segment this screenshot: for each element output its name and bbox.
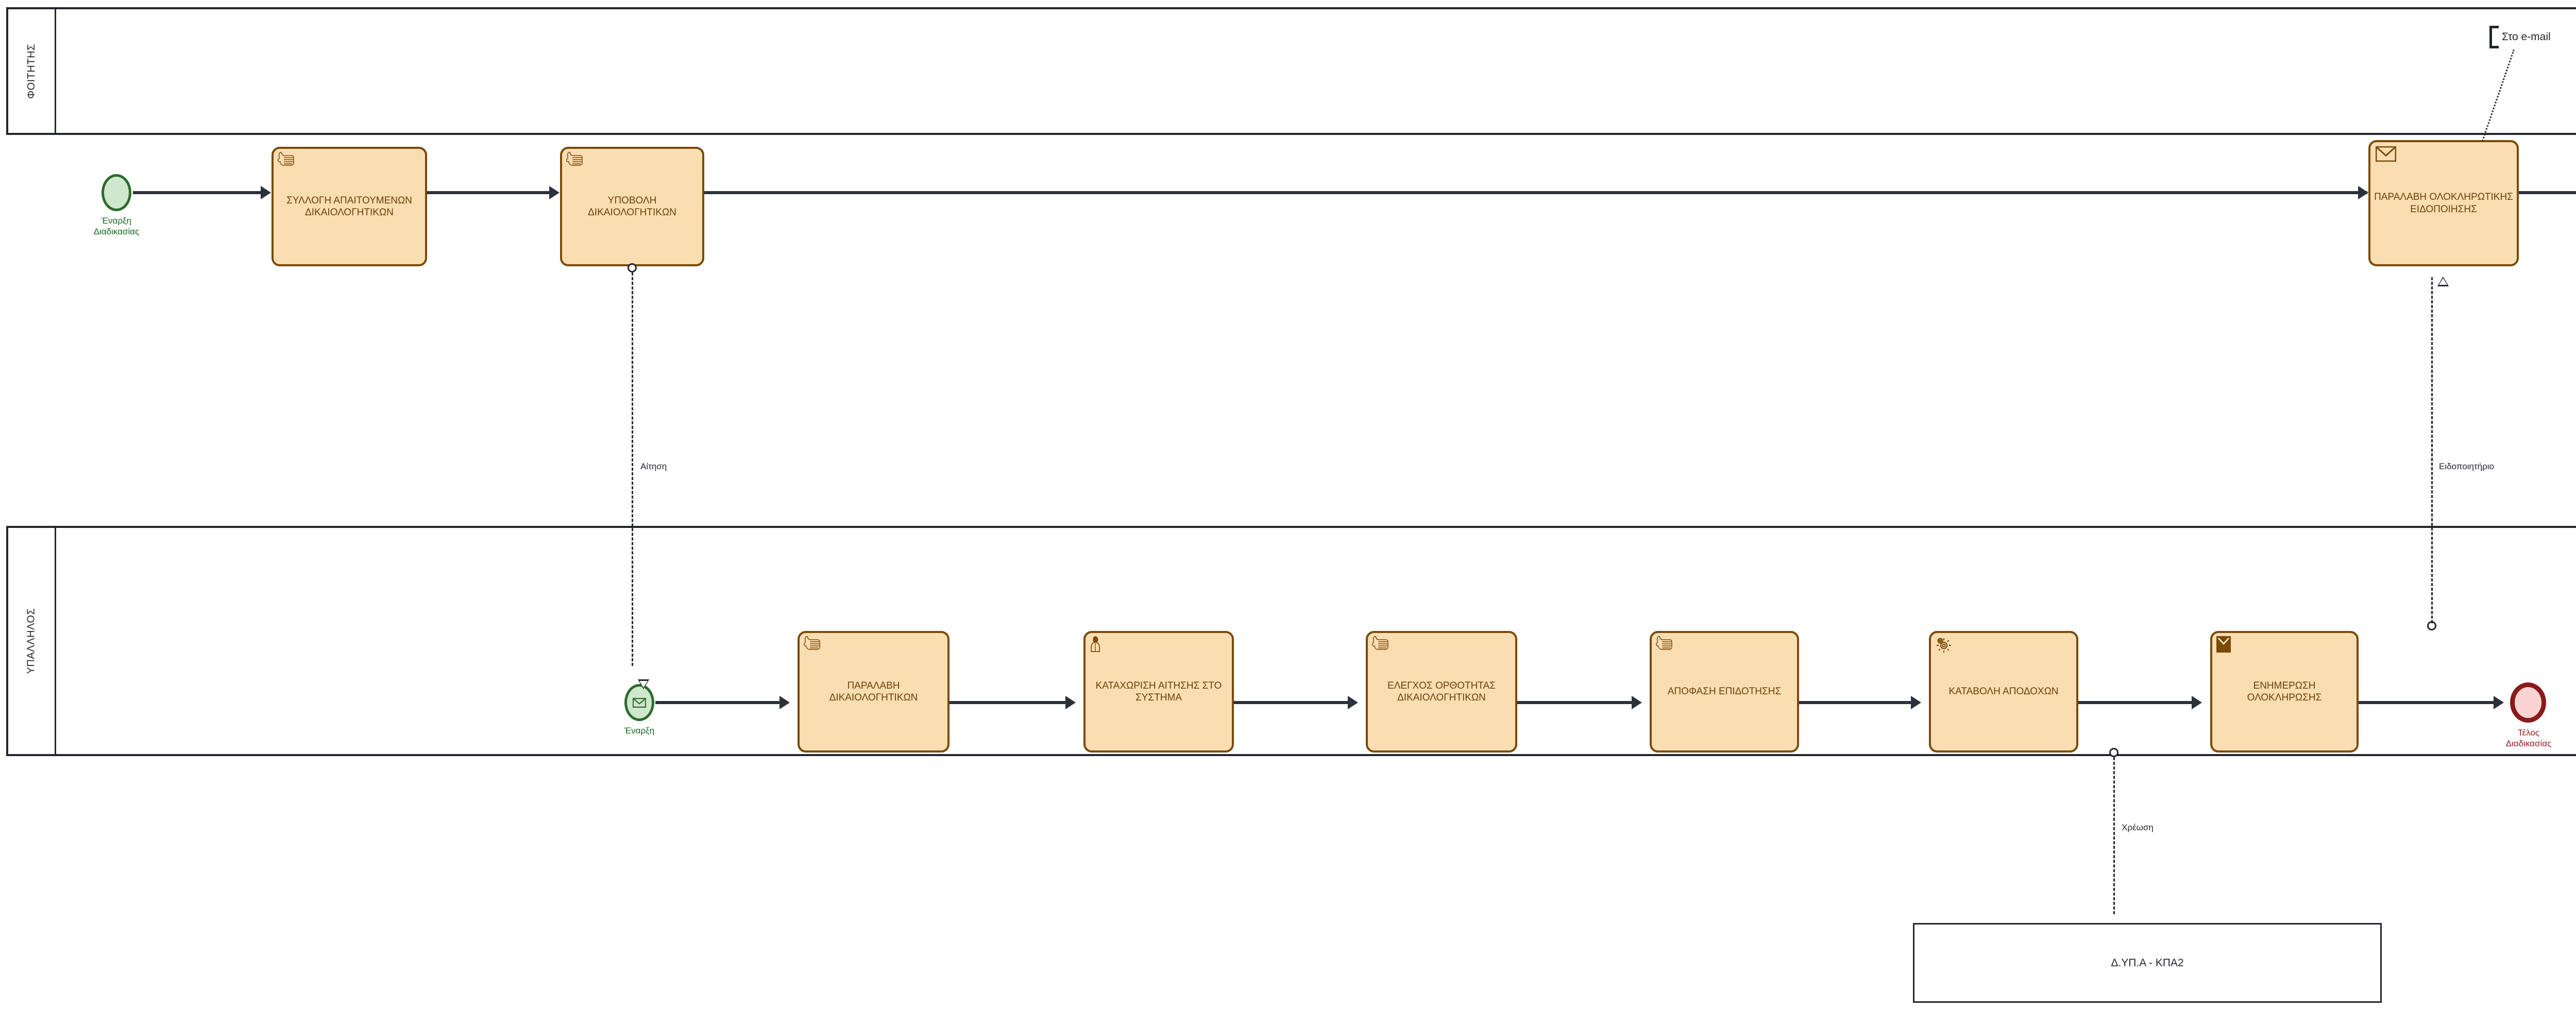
task-label: ΕΛΕΓΧΟΣ ΟΡΘΟΤΗΤΑΣ ΔΙΚΑΙΟΛΟΓΗΤΙΚΩΝ	[1387, 680, 1496, 703]
sequence-flow	[655, 701, 787, 704]
sequence-flow	[2359, 701, 2500, 704]
task-label: ΑΠΟΦΑΣΗ ΕΠΙΔΟΤΗΣΗΣ	[1667, 686, 1782, 697]
sequence-flow	[2519, 191, 2576, 194]
message-start-event-employee[interactable]	[624, 684, 654, 721]
manual-task-hand-icon	[1655, 636, 1673, 652]
message-flow-label-aitisi: Αίτηση	[640, 461, 667, 471]
manual-task-hand-icon	[803, 636, 821, 652]
annotation-bracket	[2489, 26, 2499, 48]
task-paralavi-dikaiologitikon[interactable]: ΠΑΡΑΛΑΒΗ ΔΙΚΑΙΟΛΟΓΗΤΙΚΩΝ	[798, 631, 950, 753]
sequence-flow	[2078, 701, 2199, 704]
task-elegchos-orthotitas[interactable]: ΕΛΕΓΧΟΣ ΟΡΘΟΤΗΤΑΣ ΔΙΚΑΙΟΛΟΓΗΤΙΚΩΝ	[1366, 631, 1517, 753]
sequence-flow	[133, 191, 269, 194]
lane-student[interactable]: ΦΟΙΤΗΤΗΣ	[6, 7, 2576, 135]
sequence-flow-arrow	[1065, 696, 1076, 709]
message-flow-arrow-aitisi	[638, 679, 649, 689]
end-event-employee-label: Τέλος Διαδικασίας	[2505, 728, 2552, 749]
end-event-employee[interactable]	[2510, 682, 2546, 723]
lane-student-header: ΦΟΙΤΗΤΗΣ	[8, 9, 56, 133]
sequence-flow-arrow	[2358, 186, 2368, 199]
sequence-flow	[1799, 701, 1919, 704]
sequence-flow-arrow	[261, 186, 271, 199]
lane-employee-header: ΥΠΑΛΛΗΛΟΣ	[8, 528, 56, 754]
sequence-flow-arrow	[1632, 696, 1642, 709]
text-annotation-email: Στο e-mail	[2489, 26, 2576, 48]
user-task-person-icon	[1089, 636, 1107, 652]
manual-task-hand-icon	[277, 151, 295, 168]
message-start-event-employee-label: Έναρξη	[624, 726, 655, 736]
start-event-student-label: Έναρξη Διαδικασίας	[93, 216, 140, 237]
sequence-flow-arrow	[1911, 696, 1921, 709]
sequence-flow-arrow	[2494, 696, 2504, 709]
manual-task-hand-icon	[566, 151, 583, 168]
service-task-gear-icon	[1935, 636, 1952, 653]
task-label: ΠΑΡΑΛΑΒΗ ΔΙΚΑΙΟΛΟΓΗΤΙΚΩΝ	[829, 680, 918, 703]
task-ypovoli-dikaiologitikon[interactable]: ΥΠΟΒΟΛΗ ΔΙΚΑΙΟΛΟΓΗΤΙΚΩΝ	[560, 147, 704, 266]
task-kataxorisi-aitisis[interactable]: ΚΑΤΑΧΩΡΙΣΗ ΑΙΤΗΣΗΣ ΣΤΟ ΣΥΣΤΗΜΑ	[1083, 631, 1234, 753]
lane-student-label: ΦΟΙΤΗΤΗΣ	[25, 43, 37, 99]
task-label: ΕΝΗΜΕΡΩΣΗ ΟΛΟΚΛΗΡΩΣΗΣ	[2247, 680, 2322, 703]
sequence-flow-arrow	[549, 186, 560, 199]
start-event-student[interactable]	[101, 174, 131, 211]
message-flow-eidopoiitirio	[2431, 277, 2433, 623]
message-envelope-icon	[633, 697, 646, 708]
send-message-envelope-icon	[2216, 636, 2233, 654]
lane-employee-label: ΥΠΑΛΛΗΛΟΣ	[25, 608, 37, 674]
receive-message-envelope-icon	[2375, 146, 2397, 162]
annotation-label: Στο e-mail	[2502, 31, 2551, 43]
sequence-flow-arrow	[1348, 696, 1358, 709]
message-flow-start-circle-aitisi	[628, 263, 637, 272]
sequence-flow	[950, 701, 1073, 704]
manual-task-hand-icon	[1371, 636, 1389, 652]
task-paralavi-oloklirotikis-eidopoiisis[interactable]: ΠΑΡΑΛΑΒΗ ΟΛΟΚΛΗΡΩΤΙΚΗΣ ΕΙΔΟΠΟΙΗΣΗΣ	[2368, 140, 2519, 266]
message-flow-arrow-eidopoiitirio	[2437, 277, 2449, 286]
task-label: ΥΠΟΒΟΛΗ ΔΙΚΑΙΟΛΟΓΗΤΙΚΩΝ	[588, 195, 676, 218]
sequence-flow	[704, 191, 2367, 194]
sequence-flow	[1234, 701, 1355, 704]
task-label: ΣΥΛΛΟΓΗ ΑΠΑΙΤΟΥΜΕΝΩΝ ΔΙΚΑΙΟΛΟΓΗΤΙΚΩΝ	[286, 195, 412, 218]
task-label: ΚΑΤΑΧΩΡΙΣΗ ΑΙΤΗΣΗΣ ΣΤΟ ΣΥΣΤΗΜΑ	[1095, 680, 1222, 703]
message-flow-start-circle-chreosi	[2109, 748, 2119, 757]
sequence-flow-arrow	[2192, 696, 2202, 709]
sequence-flow	[1517, 701, 1639, 704]
sequence-flow	[427, 191, 557, 194]
task-enimerosi-oloklirosis[interactable]: ΕΝΗΜΕΡΩΣΗ ΟΛΟΚΛΗΡΩΣΗΣ	[2210, 631, 2359, 753]
task-apofasi-epidotisis[interactable]: ΑΠΟΦΑΣΗ ΕΠΙΔΟΤΗΣΗΣ	[1650, 631, 1799, 753]
message-flow-aitisi	[632, 272, 633, 666]
message-flow-label-eidopoiitirio: Ειδοποιητήριο	[2439, 461, 2495, 471]
lane-employee[interactable]: ΥΠΑΛΛΗΛΟΣ	[6, 526, 2576, 756]
message-flow-label-chreosi: Χρέωση	[2122, 823, 2154, 832]
sequence-flow-arrow	[779, 696, 790, 709]
blackbox-pool-label: Δ.ΥΠ.Α - ΚΠΑ2	[2111, 956, 2184, 969]
task-label: ΠΑΡΑΛΑΒΗ ΟΛΟΚΛΗΡΩΤΙΚΗΣ ΕΙΔΟΠΟΙΗΣΗΣ	[2374, 192, 2513, 215]
task-katavoli-apodochon[interactable]: ΚΑΤΑΒΟΛΗ ΑΠΟΔΟΧΩΝ	[1929, 631, 2078, 753]
task-label: ΚΑΤΑΒΟΛΗ ΑΠΟΔΟΧΩΝ	[1948, 686, 2059, 697]
blackbox-pool-dypa-kpa2[interactable]: Δ.ΥΠ.Α - ΚΠΑ2	[1913, 923, 2382, 1003]
task-syllogi-dikaiologitikon[interactable]: ΣΥΛΛΟΓΗ ΑΠΑΙΤΟΥΜΕΝΩΝ ΔΙΚΑΙΟΛΟΓΗΤΙΚΩΝ	[272, 147, 427, 266]
message-flow-chreosi	[2113, 757, 2115, 914]
